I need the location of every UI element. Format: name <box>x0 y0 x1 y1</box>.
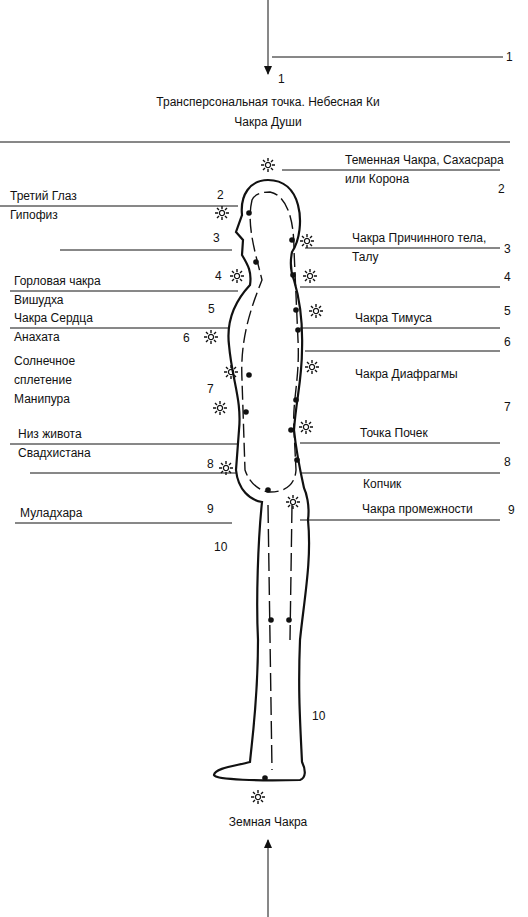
callout-number: 10 <box>312 707 332 726</box>
chakra-label: Солнечное сплетение Манипура <box>14 352 94 409</box>
callout-number: 7 <box>504 398 520 417</box>
chakra-label: Чакра Диафрагмы <box>355 365 485 384</box>
chakra-label: Горловая чакра Вишудха <box>14 272 114 310</box>
callout-number: 2 <box>498 180 514 199</box>
callout-number: 3 <box>504 240 520 259</box>
callout-number: 10 <box>214 538 234 557</box>
chakra-label: Третий Глаз Гипофиз <box>10 187 100 225</box>
chakra-label: Чакра Сердца Анахата <box>14 309 114 347</box>
callout-number: 5 <box>208 300 222 319</box>
heading-label: Трансперсональная точка. Небесная Ки <box>48 93 488 112</box>
callout-number: 4 <box>504 268 520 287</box>
callout-number: 8 <box>504 453 520 472</box>
callout-number: 8 <box>207 455 221 474</box>
chakra-label: Чакра Причинного тела, Талу <box>352 229 502 267</box>
callout-number: 9 <box>207 500 221 519</box>
chakra-label: Низ живота Свадхистана <box>18 425 98 463</box>
callout-number: 4 <box>215 267 229 286</box>
chakra-label: Чакра промежности <box>362 500 492 519</box>
chakra-label: Земная Чакра <box>198 813 338 832</box>
callout-number: 7 <box>207 380 221 399</box>
callout-number: 5 <box>504 302 520 321</box>
callout-number: 6 <box>504 333 520 352</box>
chakra-label: Точка Почек <box>360 424 480 443</box>
chakra-label: Копчик <box>363 475 443 494</box>
callout-number: 1 <box>278 70 292 89</box>
callout-number: 9 <box>508 501 524 520</box>
chakra-label: Муладхара <box>20 504 120 523</box>
heading-label: Чакра Души <box>168 113 368 132</box>
callout-number: 1 <box>506 48 522 67</box>
callout-number: 2 <box>217 186 231 205</box>
callout-number: 6 <box>183 329 197 348</box>
chakra-label: Теменная Чакра, Сахасрара или Корона <box>345 151 505 189</box>
callout-number: 3 <box>213 229 227 248</box>
chakra-label: Чакра Тимуса <box>355 309 475 328</box>
